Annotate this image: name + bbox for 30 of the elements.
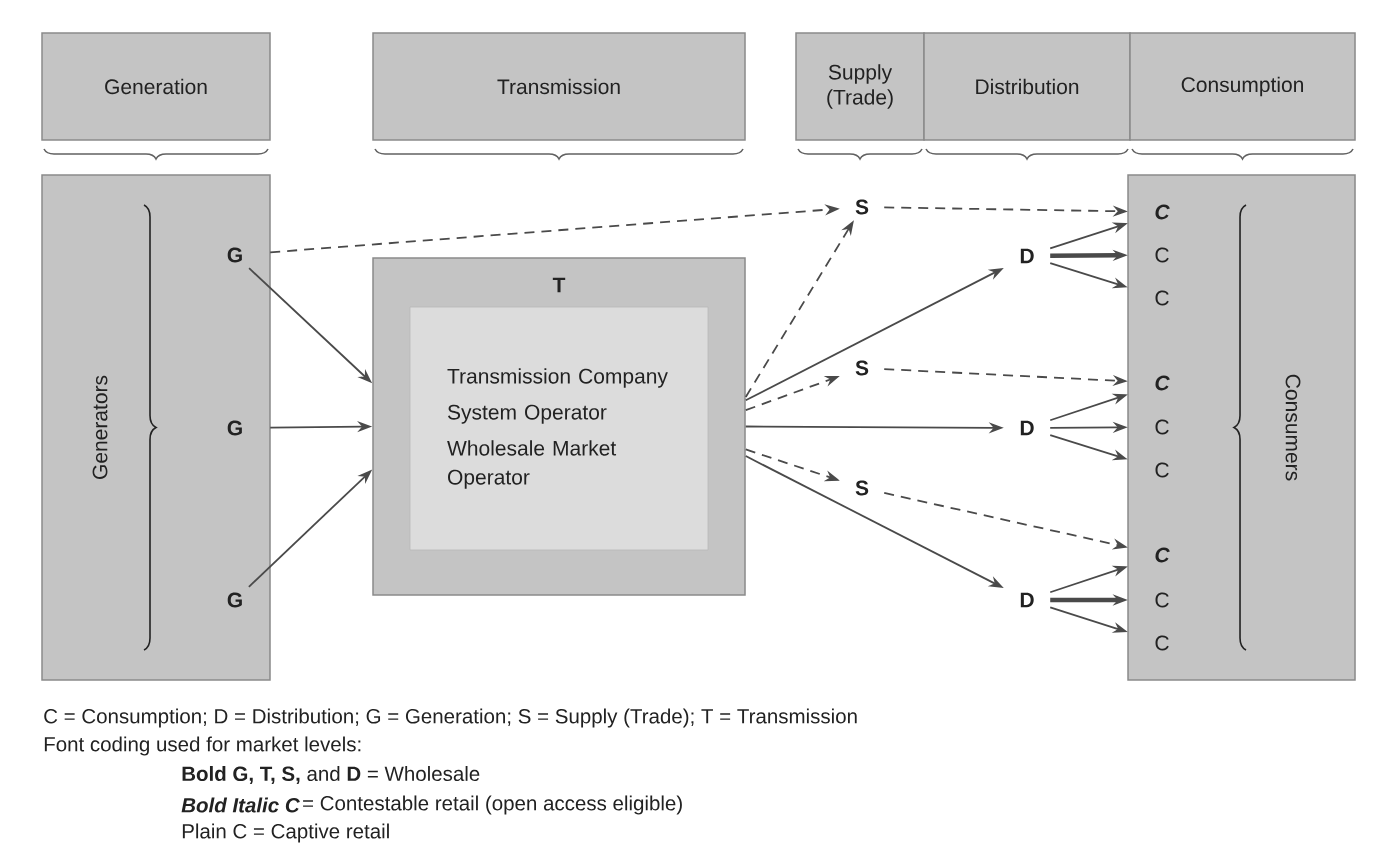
letter-label: C: [1155, 592, 1169, 608]
inner-box: Transmission Company System Operator Wholesale Market Operator: [409, 306, 709, 551]
letter-label: S: [855, 360, 869, 376]
legend-note: Plain C = Captive retail: [182, 823, 389, 843]
letter-label: C: [1155, 635, 1169, 651]
header-box: Transmission: [372, 32, 746, 141]
header-box: Consumption: [1129, 32, 1356, 141]
header-box: Generation: [41, 32, 271, 141]
letter-label: C: [1155, 247, 1169, 263]
letter-label: G: [227, 420, 242, 436]
letter-label: D: [1020, 420, 1034, 436]
letter-label: C: [1155, 204, 1170, 220]
legend-note: C = Consumption; D = Distribution; G = Generation; S = Supply (Trade); T = Transmission: [44, 708, 857, 728]
letter-label: C: [1155, 419, 1169, 435]
legend-note: = Contestable retail (open access eligible): [303, 795, 682, 815]
header-box: Distribution: [923, 32, 1131, 141]
legend-note: Bold G, T, S, and D = Wholesale: [182, 766, 480, 784]
letter-label: S: [855, 480, 869, 496]
letter-label: G: [227, 592, 242, 608]
letter-label: C: [1155, 375, 1170, 391]
letter-label: C: [1155, 547, 1170, 563]
letter-label: D: [1020, 592, 1034, 608]
header-box: Supply (Trade): [795, 32, 925, 141]
letter-label: G: [227, 247, 242, 263]
legend-note: Font coding used for market levels:: [44, 736, 361, 756]
letter-label: D: [1020, 248, 1034, 264]
letter-label: C: [1155, 462, 1169, 478]
letter-label: C: [1155, 290, 1169, 306]
letter-label: S: [855, 199, 869, 215]
legend-note: Bold Italic C: [181, 797, 300, 813]
